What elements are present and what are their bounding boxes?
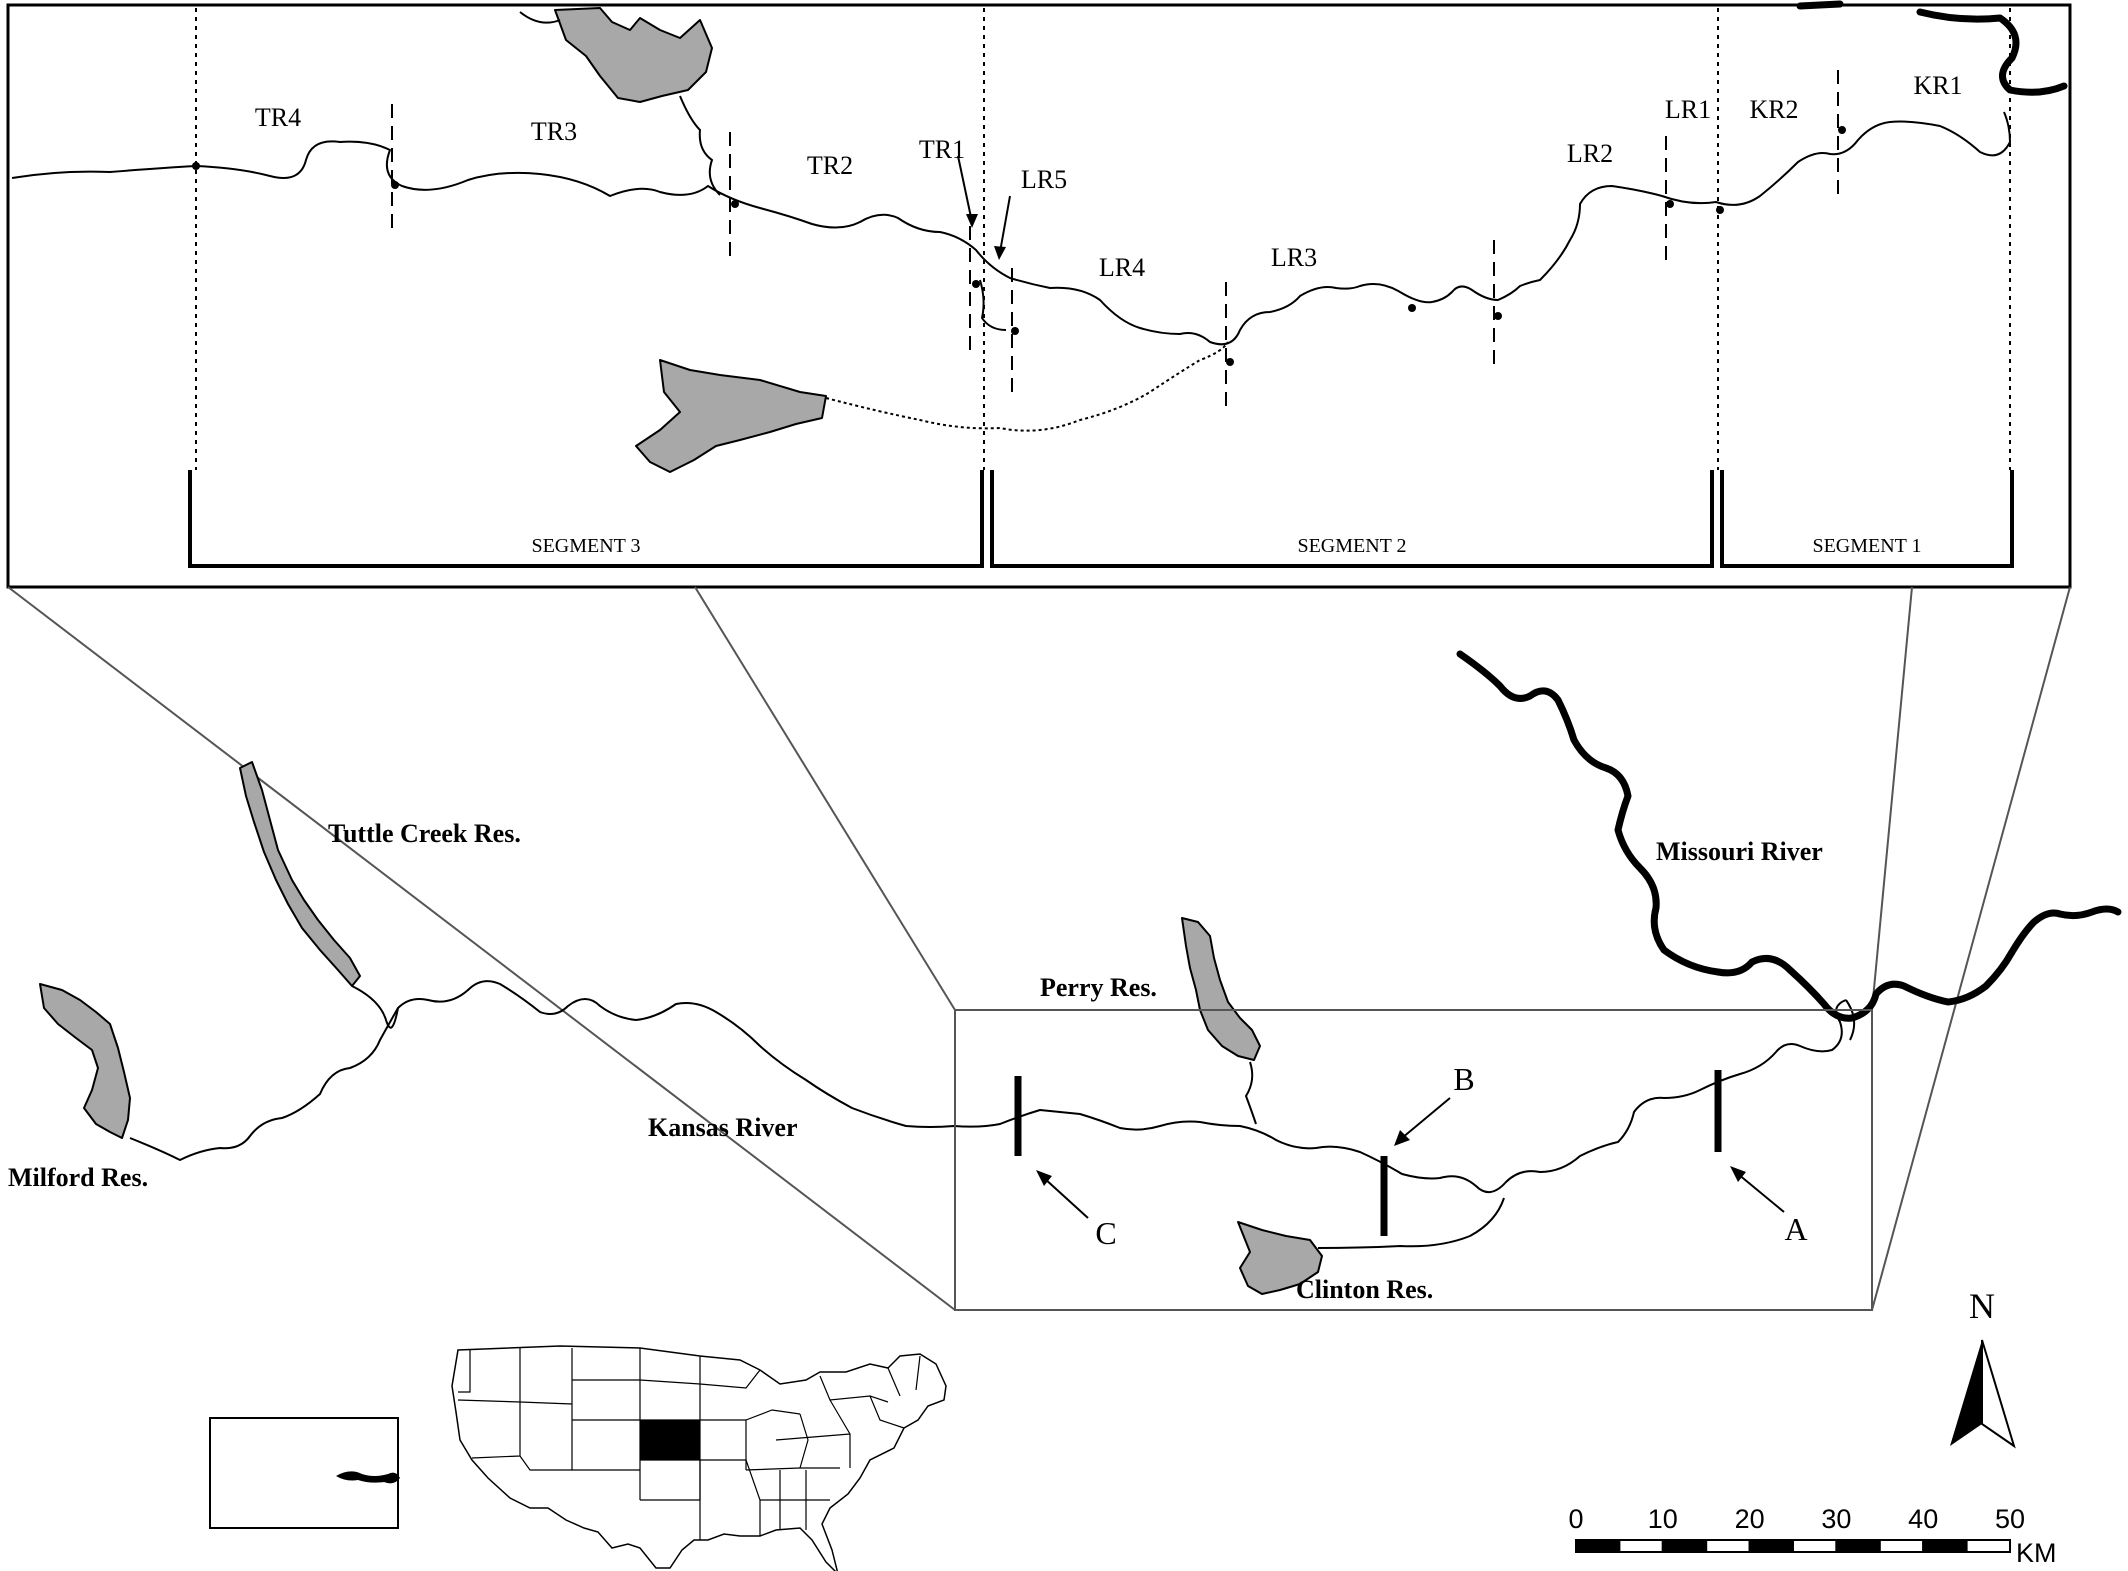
segment-1-bracket bbox=[1720, 470, 2014, 568]
north-label: N bbox=[1969, 1286, 1995, 1326]
inset-river-stub bbox=[979, 279, 1007, 331]
site-label-lr4: LR4 bbox=[1099, 253, 1145, 282]
tuttle-creek-reservoir bbox=[239, 761, 361, 987]
inset-reservoir-bottom bbox=[635, 359, 827, 473]
site-label-tr4: TR4 bbox=[255, 103, 301, 132]
inset-tributary-bottom bbox=[825, 341, 1229, 432]
segment-2-label: SEGMENT 2 bbox=[1297, 535, 1406, 557]
inset-missouri-river bbox=[1796, 0, 2068, 96]
site-label-kr1: KR1 bbox=[1913, 71, 1962, 100]
scale-bar-segment bbox=[1792, 1539, 1838, 1553]
scale-tick-label: 40 bbox=[1908, 1504, 1938, 1534]
scale-tick-label: 20 bbox=[1735, 1504, 1765, 1534]
site-label-lr5: LR5 bbox=[1021, 165, 1067, 194]
inset-arrows bbox=[957, 155, 1011, 260]
missouri-label: Missouri River bbox=[1656, 837, 1823, 866]
scale-bar-segment bbox=[1748, 1539, 1794, 1553]
scale-bar-segment bbox=[1965, 1539, 2011, 1553]
site-label-tr2: TR2 bbox=[807, 151, 853, 180]
segment-3-bracket bbox=[188, 470, 984, 568]
site-label-kr2: KR2 bbox=[1749, 95, 1798, 124]
segment-2-bracket bbox=[990, 470, 1714, 568]
scale-bar-segment bbox=[1878, 1539, 1925, 1553]
clinton-reservoir bbox=[1237, 1221, 1323, 1295]
scale-bar-segment bbox=[1575, 1539, 1621, 1553]
scale-tick-label: 50 bbox=[1995, 1504, 2025, 1534]
milford-reservoir bbox=[39, 983, 131, 1139]
marker-c-label: C bbox=[1095, 1215, 1116, 1251]
kansas-river-locator-trace bbox=[336, 1471, 400, 1484]
scale-bar-segment bbox=[1705, 1539, 1751, 1553]
inset-river bbox=[11, 111, 2011, 346]
site-label-lr3: LR3 bbox=[1271, 243, 1317, 272]
perry-label: Perry Res. bbox=[1040, 973, 1157, 1002]
usa-locator bbox=[451, 1345, 947, 1571]
kansas-river-label: Kansas River bbox=[648, 1113, 798, 1142]
marker-arrows bbox=[1036, 1097, 1785, 1219]
site-label-tr3: TR3 bbox=[531, 117, 577, 146]
perry-reservoir bbox=[1181, 917, 1261, 1061]
scale-tick-label: 0 bbox=[1568, 1504, 1583, 1534]
clinton-outlet bbox=[1317, 1197, 1505, 1249]
scale-tick-label: 30 bbox=[1821, 1504, 1851, 1534]
tuttle-creek-label: Tuttle Creek Res. bbox=[328, 819, 521, 848]
kansas-highlight bbox=[640, 1420, 700, 1460]
reach-boundaries bbox=[391, 70, 1839, 410]
scale-bar: 0 10 20 30 40 50 KM bbox=[1568, 1504, 2056, 1568]
zoom-connectors bbox=[7, 586, 2071, 1311]
scale-bar-segment bbox=[1618, 1539, 1664, 1553]
inset-map: TR4 TR3 TR2 TR1 LR5 LR4 LR3 LR2 LR1 KR2 … bbox=[6, 0, 2072, 589]
scale-bar-segment bbox=[1922, 1539, 1968, 1553]
missouri-river bbox=[1456, 650, 2122, 1022]
scale-unit: KM bbox=[2016, 1538, 2057, 1568]
milford-label: Milford Res. bbox=[8, 1163, 148, 1192]
study-area-rectangle bbox=[954, 1009, 1873, 1311]
segment-3-label: SEGMENT 3 bbox=[531, 535, 640, 557]
kansas-locator bbox=[209, 1417, 400, 1529]
inset-reach-points bbox=[192, 126, 1846, 366]
inset-frame bbox=[6, 3, 2072, 589]
marker-a-label: A bbox=[1784, 1211, 1807, 1247]
marker-b-label: B bbox=[1453, 1061, 1474, 1097]
scale-bar-segment bbox=[1835, 1539, 1881, 1553]
site-label-lr1: LR1 bbox=[1665, 95, 1711, 124]
main-map: C B A Tuttle Creek Res. Milford Res. Kan… bbox=[8, 650, 2122, 1311]
site-label-lr2: LR2 bbox=[1567, 139, 1613, 168]
inset-tributary-top bbox=[519, 11, 721, 196]
north-arrow: N bbox=[1950, 1286, 2016, 1449]
segment-1-label: SEGMENT 1 bbox=[1812, 535, 1921, 557]
tuttle-outlet bbox=[351, 985, 399, 1029]
scale-bar-segment bbox=[1661, 1539, 1708, 1553]
clinton-label: Clinton Res. bbox=[1296, 1275, 1433, 1304]
kansas-river bbox=[129, 980, 1847, 1193]
perry-outlet bbox=[1245, 1061, 1257, 1125]
scale-tick-label: 10 bbox=[1648, 1504, 1678, 1534]
inset-reservoir-top bbox=[554, 7, 713, 103]
site-label-tr1: TR1 bbox=[919, 135, 965, 164]
